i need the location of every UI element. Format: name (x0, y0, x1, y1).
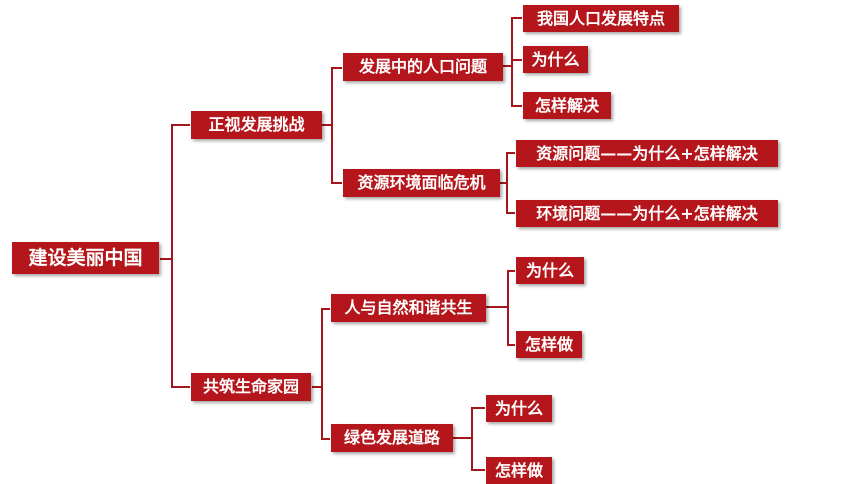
connector-challenge (322, 67, 342, 184)
leaf-population-1: 我国人口发展特点 (523, 5, 679, 32)
node-home: 共筑生命家园 (191, 373, 311, 401)
leaf-harmony-2: 怎样做 (516, 331, 582, 358)
node-resource: 资源环境面临危机 (343, 169, 500, 197)
leaf-resource-1: 资源问题——为什么+怎样解决 (516, 140, 778, 167)
connector-harmony (486, 270, 515, 346)
leaf-green-2: 怎样做 (486, 457, 552, 484)
connector-green (453, 407, 485, 471)
node-harmony: 人与自然和谐共生 (331, 294, 486, 322)
node-population: 发展中的人口问题 (343, 53, 503, 81)
node-challenge: 正视发展挑战 (191, 111, 322, 139)
leaf-harmony-1: 为什么 (516, 257, 584, 284)
connector-population (503, 17, 522, 107)
node-green: 绿色发展道路 (331, 424, 453, 452)
connector-resource (500, 152, 515, 214)
connector-home (312, 308, 330, 440)
leaf-population-3: 怎样解决 (523, 92, 611, 119)
root-node: 建设美丽中国 (12, 242, 159, 274)
leaf-population-2: 为什么 (523, 46, 588, 73)
leaf-resource-2: 环境问题——为什么+怎样解决 (516, 200, 778, 227)
leaf-green-1: 为什么 (486, 395, 552, 422)
connector-root (160, 124, 190, 388)
